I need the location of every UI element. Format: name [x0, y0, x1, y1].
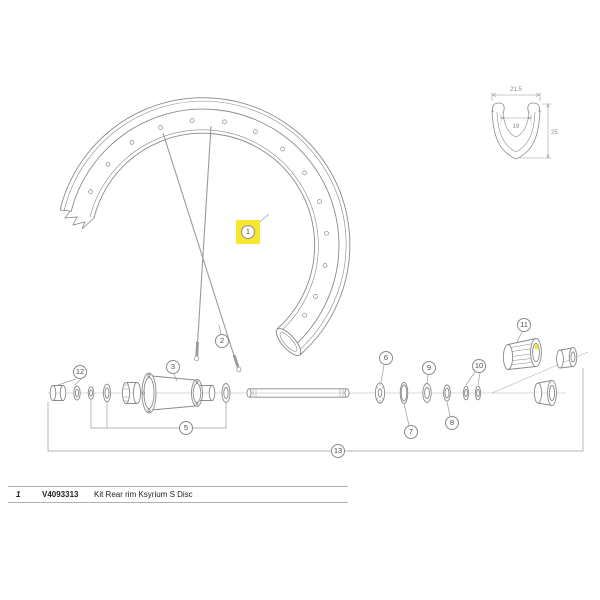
- freehub-yellow-mark: [534, 344, 539, 350]
- seal-right: [399, 382, 409, 404]
- axle: [246, 388, 350, 398]
- callout-1[interactable]: 1: [241, 225, 255, 239]
- callout-10[interactable]: 10: [472, 359, 486, 373]
- washer-pair: [462, 385, 482, 401]
- part-description: Kit Rear rim Ksyrium S Disc: [94, 490, 193, 499]
- end-cap-drive: [533, 380, 557, 406]
- washer-left: [87, 386, 95, 400]
- end-cap-left: [49, 385, 67, 401]
- callout-12[interactable]: 12: [73, 365, 87, 379]
- spoke-holes: [88, 118, 329, 318]
- part-ref: 1: [16, 490, 21, 499]
- bearing-left: [221, 383, 231, 403]
- callout-11[interactable]: 11: [517, 318, 531, 332]
- wheel-rim: [59, 97, 351, 356]
- freehub-body: [502, 338, 542, 370]
- callout-9[interactable]: 9: [422, 361, 436, 375]
- callout-leader-lines: [47, 213, 584, 452]
- callout-2[interactable]: 2: [215, 334, 229, 348]
- dim-height-label: 25: [551, 130, 558, 136]
- callout-7[interactable]: 7: [404, 425, 418, 439]
- hub-assembly: [49, 338, 578, 414]
- spoke-nipple: [195, 341, 199, 357]
- spacer-ring: [443, 384, 451, 402]
- spline-washer: [374, 382, 386, 404]
- rim-cross-section: 21.5 19 25: [491, 87, 558, 160]
- seal-left: [102, 383, 112, 403]
- callout-3[interactable]: 3: [166, 360, 180, 374]
- callout-5[interactable]: 5: [179, 421, 193, 435]
- end-cap-ring: [73, 385, 81, 401]
- parts-table-row[interactable]: 1 V4093313 Kit Rear rim Ksyrium S Disc: [8, 487, 348, 502]
- end-cap-right: [556, 347, 578, 369]
- hub-body: [141, 372, 216, 414]
- part-number: V4093313: [42, 490, 79, 499]
- dim-top-width-label: 21.5: [510, 87, 522, 93]
- spoke-nipple: [232, 354, 240, 368]
- centerlock-drum: [121, 382, 142, 404]
- callout-6[interactable]: 6: [379, 351, 393, 365]
- parts-table: 1 V4093313 Kit Rear rim Ksyrium S Disc: [8, 486, 348, 503]
- callout-13[interactable]: 13: [331, 444, 345, 458]
- bearing-right: [422, 383, 432, 403]
- dim-inner-width-label: 19: [513, 124, 520, 130]
- callout-8[interactable]: 8: [445, 416, 459, 430]
- spokes: [162, 125, 242, 373]
